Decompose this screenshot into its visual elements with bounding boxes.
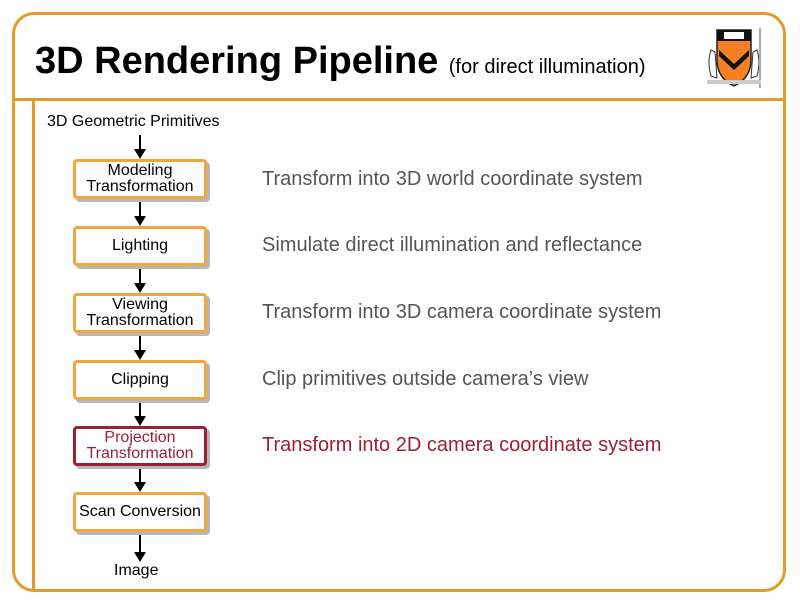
stage-box-5: Projection Transformation bbox=[73, 426, 207, 466]
stage-description-1: Transform into 3D world coordinate syste… bbox=[262, 168, 643, 190]
stage-label: Lighting bbox=[111, 237, 169, 254]
left-margin-rule bbox=[32, 101, 35, 590]
flow-arrow-6 bbox=[134, 534, 146, 562]
flow-arrow-3 bbox=[134, 335, 146, 360]
stage-box-6: Scan Conversion bbox=[73, 492, 207, 532]
stage-box-1: Modeling Transformation bbox=[73, 159, 207, 199]
input-label: 3D Geometric Primitives bbox=[47, 113, 220, 130]
slide-frame bbox=[12, 12, 786, 592]
output-label: Image bbox=[114, 562, 159, 579]
page-title: 3D Rendering Pipeline bbox=[35, 40, 439, 82]
stage-label: Scan Conversion bbox=[79, 503, 201, 520]
flow-arrow-2 bbox=[134, 268, 146, 293]
stage-label: Viewing Transformation bbox=[86, 296, 194, 329]
flow-arrow-1 bbox=[134, 201, 146, 226]
university-shield-logo bbox=[707, 28, 761, 88]
stage-box-4: Clipping bbox=[73, 360, 207, 400]
stage-label: Modeling Transformation bbox=[86, 162, 194, 195]
flow-arrow-5 bbox=[134, 468, 146, 492]
stage-box-3: Viewing Transformation bbox=[73, 293, 207, 333]
title-row: 3D Rendering Pipeline (for direct illumi… bbox=[35, 40, 646, 83]
stage-label: Projection Transformation bbox=[86, 429, 194, 462]
stage-label: Clipping bbox=[111, 371, 169, 388]
stage-description-3: Transform into 3D camera coordinate syst… bbox=[262, 301, 662, 323]
page-subtitle: (for direct illumination) bbox=[448, 56, 646, 78]
header-divider bbox=[12, 98, 786, 101]
flow-arrow-0 bbox=[134, 135, 146, 159]
stage-description-2: Simulate direct illumination and reflect… bbox=[262, 234, 643, 256]
stage-box-2: Lighting bbox=[73, 226, 207, 266]
flow-arrow-4 bbox=[134, 402, 146, 426]
stage-description-4: Clip primitives outside camera’s view bbox=[262, 368, 589, 390]
stage-description-5: Transform into 2D camera coordinate syst… bbox=[262, 434, 662, 456]
